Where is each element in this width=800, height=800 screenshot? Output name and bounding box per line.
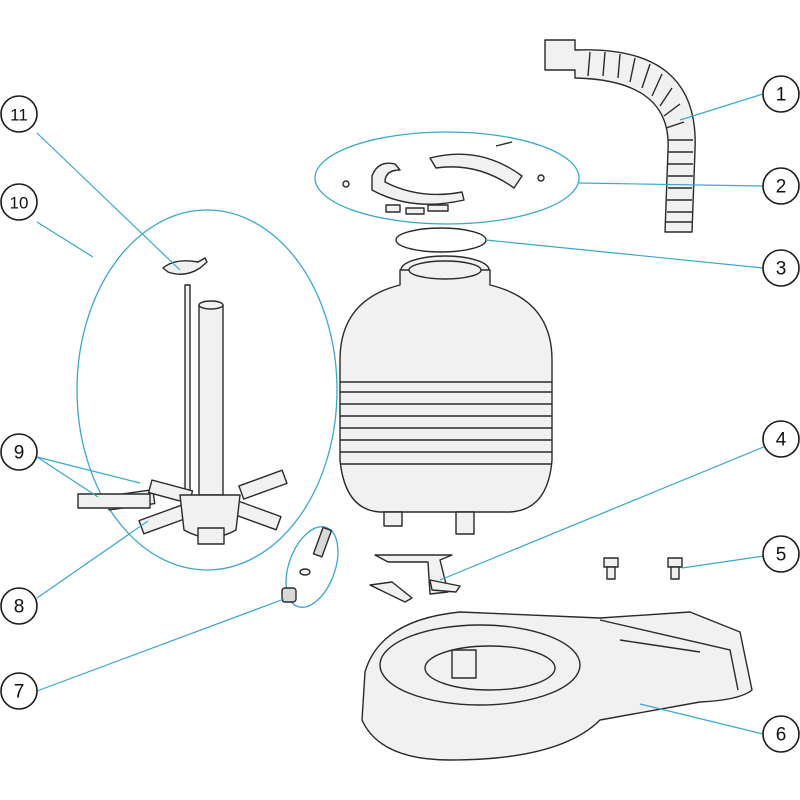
- callout-8: 8: [0, 587, 38, 625]
- collector-assembly-group-ellipse: [76, 209, 338, 571]
- collector-assembly-part: [77, 257, 288, 545]
- leader-line-5: [681, 555, 765, 569]
- callout-label: 8: [14, 597, 25, 618]
- callout-6: 6: [762, 715, 800, 753]
- callout-10: 10: [0, 183, 38, 221]
- filter-base-part: [361, 611, 753, 761]
- callout-2: 2: [762, 167, 800, 205]
- leader-line-3: [485, 239, 764, 269]
- callout-3: 3: [762, 249, 800, 287]
- callout-label: 3: [776, 259, 787, 280]
- o-ring-part: [395, 227, 487, 253]
- screws-part: [603, 557, 683, 580]
- leader-line-6: [639, 703, 764, 735]
- leader-line-10: [36, 221, 94, 258]
- leader-line-7: [36, 598, 285, 692]
- tank-support-cross-part: [369, 554, 461, 603]
- callout-5: 5: [762, 535, 800, 573]
- leader-line-4: [439, 445, 767, 581]
- callout-4: 4: [762, 420, 800, 458]
- drain-plug-kit-part: [281, 526, 333, 603]
- leader-line-11: [36, 132, 181, 271]
- callout-label: 2: [776, 177, 787, 198]
- callout-label: 5: [776, 545, 787, 566]
- leader-line-1: [679, 93, 764, 121]
- callout-7: 7: [0, 672, 38, 710]
- clamp-kit-group-ellipse: [314, 131, 580, 225]
- leader-line-9a: [36, 456, 141, 484]
- leader-line-9b: [36, 456, 99, 498]
- leader-lines: [36, 93, 767, 735]
- callout-1: 1: [762, 75, 800, 113]
- callout-label: 9: [14, 443, 25, 464]
- clamp-kit-part: [342, 141, 545, 215]
- callout-label: 10: [10, 194, 29, 213]
- callout-label: 7: [14, 682, 25, 703]
- filter-tank-part: [339, 255, 553, 535]
- leader-line-8: [36, 520, 149, 599]
- callout-label: 4: [776, 430, 787, 451]
- callout-9: 9: [0, 433, 38, 471]
- callout-label: 1: [776, 85, 787, 106]
- callout-label: 11: [10, 106, 28, 125]
- drain-kit-group-ellipse: [285, 526, 339, 608]
- callout-11: 11: [0, 95, 38, 133]
- leader-line-2: [578, 182, 764, 187]
- flexible-hose-part: [544, 39, 696, 233]
- callout-label: 6: [776, 725, 787, 746]
